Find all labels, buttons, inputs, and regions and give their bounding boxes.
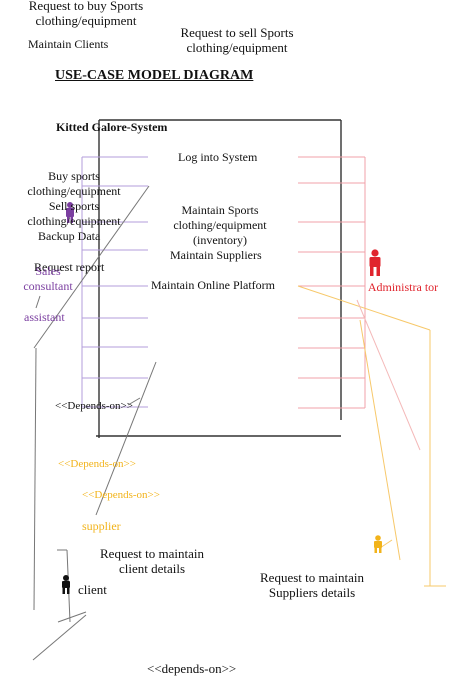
use-case-maintain-suppliers: Maintain Suppliers [170,248,262,262]
maintain-clients-label: Maintain Clients [28,37,109,51]
depends-on-relation-2: <<Depends-on>> [58,458,136,470]
sales-consultant-actor-icon [66,202,74,223]
request-sell-label: Request to sell Sports clothing/equipmen… [180,25,294,55]
admin-extra-lines [356,299,421,451]
use-case-log-into-system: Log into System [178,150,258,164]
use-case-maintain-inventory: Maintain Sports clothing/equipment (inve… [173,203,267,247]
use-case-buy-sports: Buy sports clothing/equipment [27,169,121,198]
use-case-request-report: Request report [34,260,105,274]
assistant-label: assistant [24,310,65,324]
freehand-lines [32,185,157,661]
sales-consultant-label: Sales consultant [23,264,73,293]
use-case-sell-sports: Sell sports clothing/equipment [27,199,121,228]
administrator-actor-icon [369,249,381,276]
request-buy-label: Request to buy Sports clothing/equipment [28,0,144,28]
client-actor-icon [62,575,70,594]
use-case-request-client-details: Request to maintain client details [100,546,204,576]
use-case-request-supplier-details: Request to maintain Suppliers details [260,570,364,600]
administrator-label: Administra tor [367,280,439,294]
depends-on-relation-3: <<Depends-on>> [82,489,160,501]
supplier-actor-icon [374,535,382,553]
use-case-maintain-online-platform: Maintain Online Platform [151,278,275,292]
left-association-lines [81,156,148,408]
supplier-label: supplier [82,519,121,533]
right-association-lines [298,156,366,409]
use-case-backup-data: Backup Data [38,229,101,243]
diagram-title: USE-CASE MODEL DIAGRAM [55,68,254,83]
system-name: Kitted Galore-System [56,120,168,134]
depends-on-relation-1: <<Depends-on>> [55,400,133,412]
supplier-association-lines [297,285,446,587]
client-label: client [78,582,107,597]
depends-on-relation-4: <<depends-on>> [147,661,237,676]
